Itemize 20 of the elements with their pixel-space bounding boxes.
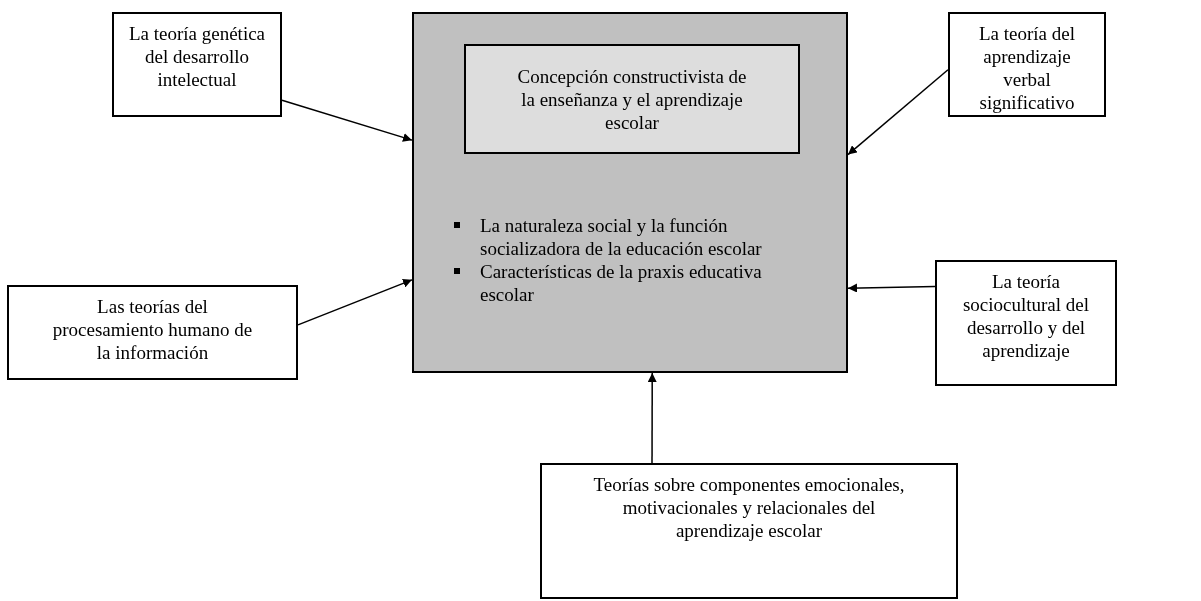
- box-text: La teoría del aprendizaje verbal significativo: [978, 22, 1076, 114]
- arrow: [847, 69, 949, 156]
- concept-box: [464, 44, 800, 154]
- bullet-text: Características de la praxis educativa escolar: [480, 260, 763, 306]
- bullet-text: La naturaleza social y la función socializadora de la educación escolar: [480, 214, 763, 260]
- main-panel: [412, 12, 848, 373]
- concept-box: [540, 463, 958, 599]
- arrow: [647, 372, 657, 464]
- arrow: [281, 99, 413, 142]
- concept-box: [935, 260, 1117, 386]
- concept-box: [948, 12, 1106, 117]
- box-text: La teoría sociocultural del desarrollo y del aprendizaje: [961, 270, 1091, 362]
- box-text: Las teorías del procesamiento humano de la información: [52, 295, 253, 364]
- arrow: [847, 283, 936, 293]
- box-text: Teorías sobre componentes emocionales, motivacionales y relacionales del aprendizaje escolar: [592, 473, 906, 542]
- concept-box: [112, 12, 282, 117]
- arrow: [297, 279, 413, 326]
- box-text: La teoría genética del desarrollo intelectual: [127, 22, 267, 91]
- box-text: Concepción constructivista de la enseñanza y el aprendizaje escolar: [516, 64, 748, 134]
- concept-box: [7, 285, 298, 380]
